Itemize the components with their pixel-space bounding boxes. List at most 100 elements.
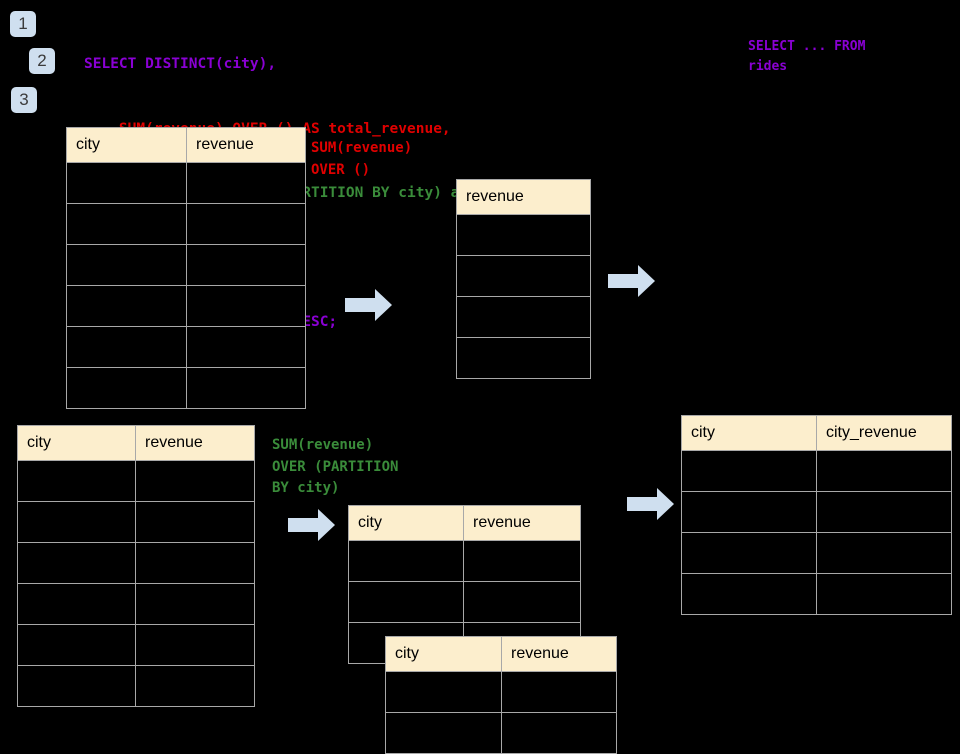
cell-city	[17, 583, 136, 625]
table-header-row: revenue	[456, 179, 591, 215]
table-header-row: city revenue	[17, 425, 255, 461]
cell-city	[681, 573, 817, 615]
cell-revenue	[463, 581, 581, 623]
column-header-revenue: revenue	[135, 425, 255, 461]
column-header-city-revenue: city_revenue	[816, 415, 952, 451]
cell-city-revenue	[816, 573, 952, 615]
table-row	[66, 326, 306, 368]
annotation-select-from: SELECT ... FROM rides	[748, 39, 866, 74]
table-row	[348, 540, 581, 582]
cell-revenue	[456, 296, 591, 338]
cell-revenue	[186, 367, 306, 409]
step-badge-3: 3	[11, 87, 37, 113]
table-rides-top: city revenue	[66, 127, 306, 409]
cell-revenue	[135, 460, 255, 502]
table-row	[456, 296, 591, 338]
step-badge-1: 1	[10, 11, 36, 37]
table-rides-bottom: city revenue	[17, 425, 255, 707]
table-row	[66, 244, 306, 286]
table-header-row: city revenue	[66, 127, 306, 163]
cell-city	[66, 162, 187, 204]
arrow-rides-to-partition	[288, 508, 336, 542]
table-row	[17, 501, 255, 543]
column-header-city: city	[385, 636, 502, 672]
column-header-revenue: revenue	[186, 127, 306, 163]
cell-city	[17, 624, 136, 666]
table-row	[681, 491, 952, 533]
column-header-city: city	[66, 127, 187, 163]
table-row	[456, 337, 591, 379]
cell-city	[348, 540, 464, 582]
cell-city	[385, 671, 502, 713]
table-row	[348, 581, 581, 623]
table-partition-back: city revenue	[348, 505, 581, 664]
cell-revenue	[135, 501, 255, 543]
sql-line-1: SELECT DISTINCT(city),	[84, 56, 277, 72]
arrow-partition-to-result	[627, 487, 675, 521]
cell-revenue	[135, 665, 255, 707]
table-row	[17, 665, 255, 707]
column-header-city: city	[681, 415, 817, 451]
arrow-rides-to-total	[345, 288, 393, 322]
cell-revenue	[186, 162, 306, 204]
table-row	[17, 624, 255, 666]
cell-city	[66, 285, 187, 327]
table-row	[17, 583, 255, 625]
cell-city	[385, 712, 502, 754]
cell-city	[348, 581, 464, 623]
cell-revenue	[501, 671, 617, 713]
cell-city-revenue	[816, 450, 952, 492]
table-row	[681, 532, 952, 574]
table-row	[66, 203, 306, 245]
table-row	[17, 542, 255, 584]
cell-revenue	[186, 326, 306, 368]
table-row	[66, 367, 306, 409]
column-header-revenue: revenue	[501, 636, 617, 672]
cell-city	[66, 203, 187, 245]
table-total-revenue: revenue	[456, 179, 591, 379]
cell-city	[681, 450, 817, 492]
column-header-revenue: revenue	[456, 179, 591, 215]
cell-city	[681, 532, 817, 574]
cell-city	[66, 326, 187, 368]
table-row	[385, 712, 617, 754]
cell-revenue	[463, 540, 581, 582]
table-header-row: city revenue	[348, 505, 581, 541]
cell-revenue	[186, 244, 306, 286]
cell-city	[681, 491, 817, 533]
cell-city	[17, 460, 136, 502]
cell-revenue	[135, 542, 255, 584]
cell-revenue	[456, 337, 591, 379]
cell-revenue	[456, 255, 591, 297]
table-row	[66, 162, 306, 204]
cell-city	[17, 542, 136, 584]
step-badge-2: 2	[29, 48, 55, 74]
table-row	[681, 573, 952, 615]
table-header-row: city city_revenue	[681, 415, 952, 451]
table-result: city city_revenue	[681, 415, 952, 615]
table-row	[456, 214, 591, 256]
annotation-sum-over-partition: SUM(revenue) OVER (PARTITION BY city)	[272, 437, 399, 496]
column-header-city: city	[348, 505, 464, 541]
table-row	[456, 255, 591, 297]
arrow-total-to-result	[608, 264, 656, 298]
cell-revenue	[501, 712, 617, 754]
cell-revenue	[456, 214, 591, 256]
cell-city	[17, 665, 136, 707]
table-row	[17, 460, 255, 502]
cell-city	[17, 501, 136, 543]
table-row	[385, 671, 617, 713]
cell-revenue	[135, 583, 255, 625]
table-header-row: city revenue	[385, 636, 617, 672]
table-row	[66, 285, 306, 327]
cell-revenue	[186, 203, 306, 245]
annotation-sum-over-empty: SUM(revenue) OVER ()	[311, 140, 413, 178]
cell-city	[66, 244, 187, 286]
cell-city	[66, 367, 187, 409]
column-header-revenue: revenue	[463, 505, 581, 541]
table-row	[681, 450, 952, 492]
cell-revenue	[186, 285, 306, 327]
table-partition-front: city revenue	[385, 636, 617, 754]
cell-revenue	[135, 624, 255, 666]
cell-city-revenue	[816, 491, 952, 533]
